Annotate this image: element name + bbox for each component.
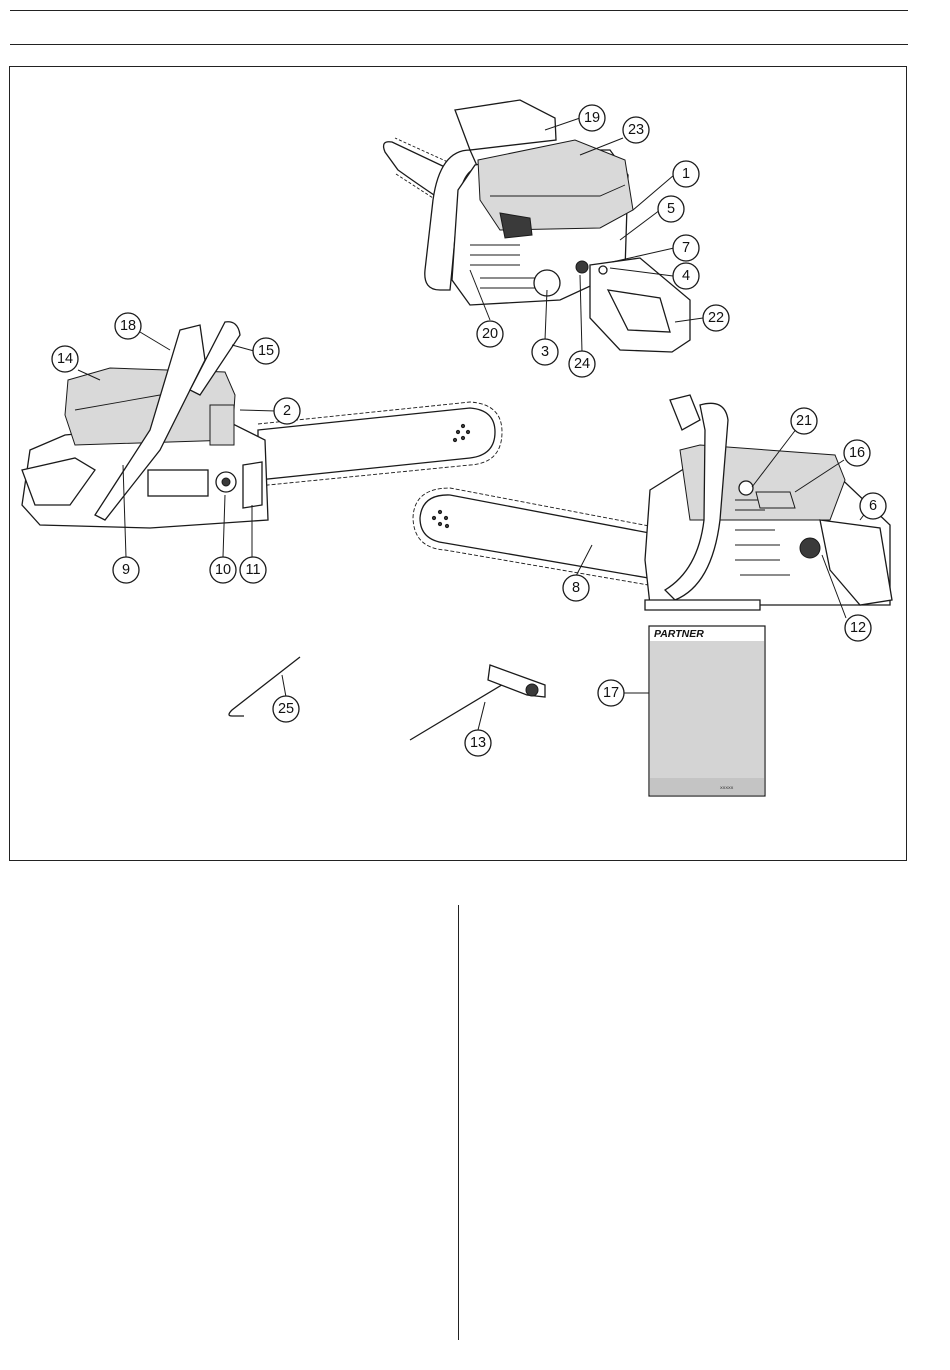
svg-text:11: 11 (245, 562, 260, 578)
callout-23: 23 (623, 117, 649, 143)
operator-manual: PARTNER XXXXX (649, 626, 765, 796)
callout-10: 10 (210, 557, 236, 583)
decompression-valve-right (739, 481, 753, 495)
callout-4: 4 (673, 263, 699, 289)
callout-20: 20 (477, 321, 503, 347)
callout-7: 7 (673, 235, 699, 261)
svg-text:15: 15 (258, 343, 274, 359)
callout-9: 9 (113, 557, 139, 583)
callout-15: 15 (253, 338, 279, 364)
callout-14: 14 (52, 346, 78, 372)
callout-22: 22 (703, 305, 729, 331)
callout-3: 3 (532, 339, 558, 365)
manual-brand-text: PARTNER (654, 628, 704, 640)
callout-11: 11 (240, 557, 266, 583)
callout-17: 17 (598, 680, 624, 706)
svg-text:19: 19 (584, 110, 600, 126)
callout-16: 16 (844, 440, 870, 466)
svg-text:23: 23 (628, 122, 644, 138)
svg-text:10: 10 (215, 562, 231, 578)
callout-19: 19 (579, 105, 605, 131)
callout-25: 25 (273, 696, 299, 722)
svg-text:13: 13 (470, 735, 486, 751)
svg-text:4: 4 (682, 268, 690, 284)
chain-tensioner-left (210, 405, 234, 445)
combination-spanner (410, 665, 545, 740)
parts-illustration: PARTNER XXXXX 1 2 3 4 5 6 7 8 9 10 (0, 0, 950, 870)
svg-text:8: 8 (572, 580, 580, 596)
manual-code-text: XXXXX (720, 785, 734, 790)
svg-text:25: 25 (278, 701, 294, 717)
svg-text:24: 24 (574, 356, 590, 372)
svg-text:1: 1 (682, 166, 690, 182)
svg-text:17: 17 (603, 685, 619, 701)
callout-8: 8 (563, 575, 589, 601)
svg-text:3: 3 (541, 344, 549, 360)
tank-cap-right (800, 538, 820, 558)
svg-text:18: 18 (120, 318, 136, 334)
starter-handle-right (756, 492, 795, 508)
svg-text:6: 6 (869, 498, 877, 514)
svg-text:21: 21 (796, 413, 812, 429)
svg-text:7: 7 (682, 240, 690, 256)
callout-13: 13 (465, 730, 491, 756)
callout-24: 24 (569, 351, 595, 377)
callout-12: 12 (845, 615, 871, 641)
svg-text:14: 14 (57, 351, 73, 367)
svg-text:9: 9 (122, 562, 130, 578)
svg-text:2: 2 (283, 403, 291, 419)
callout-6: 6 (860, 493, 886, 519)
callout-2: 2 (274, 398, 300, 424)
guide-bar-right (420, 495, 660, 580)
svg-text:12: 12 (850, 620, 866, 636)
column-divider (458, 905, 459, 1340)
svg-text:5: 5 (667, 201, 675, 217)
svg-text:20: 20 (482, 326, 498, 342)
callout-1: 1 (673, 161, 699, 187)
callout-5: 5 (658, 196, 684, 222)
svg-text:16: 16 (849, 445, 865, 461)
callout-21: 21 (791, 408, 817, 434)
callout-18: 18 (115, 313, 141, 339)
svg-text:22: 22 (708, 310, 724, 326)
